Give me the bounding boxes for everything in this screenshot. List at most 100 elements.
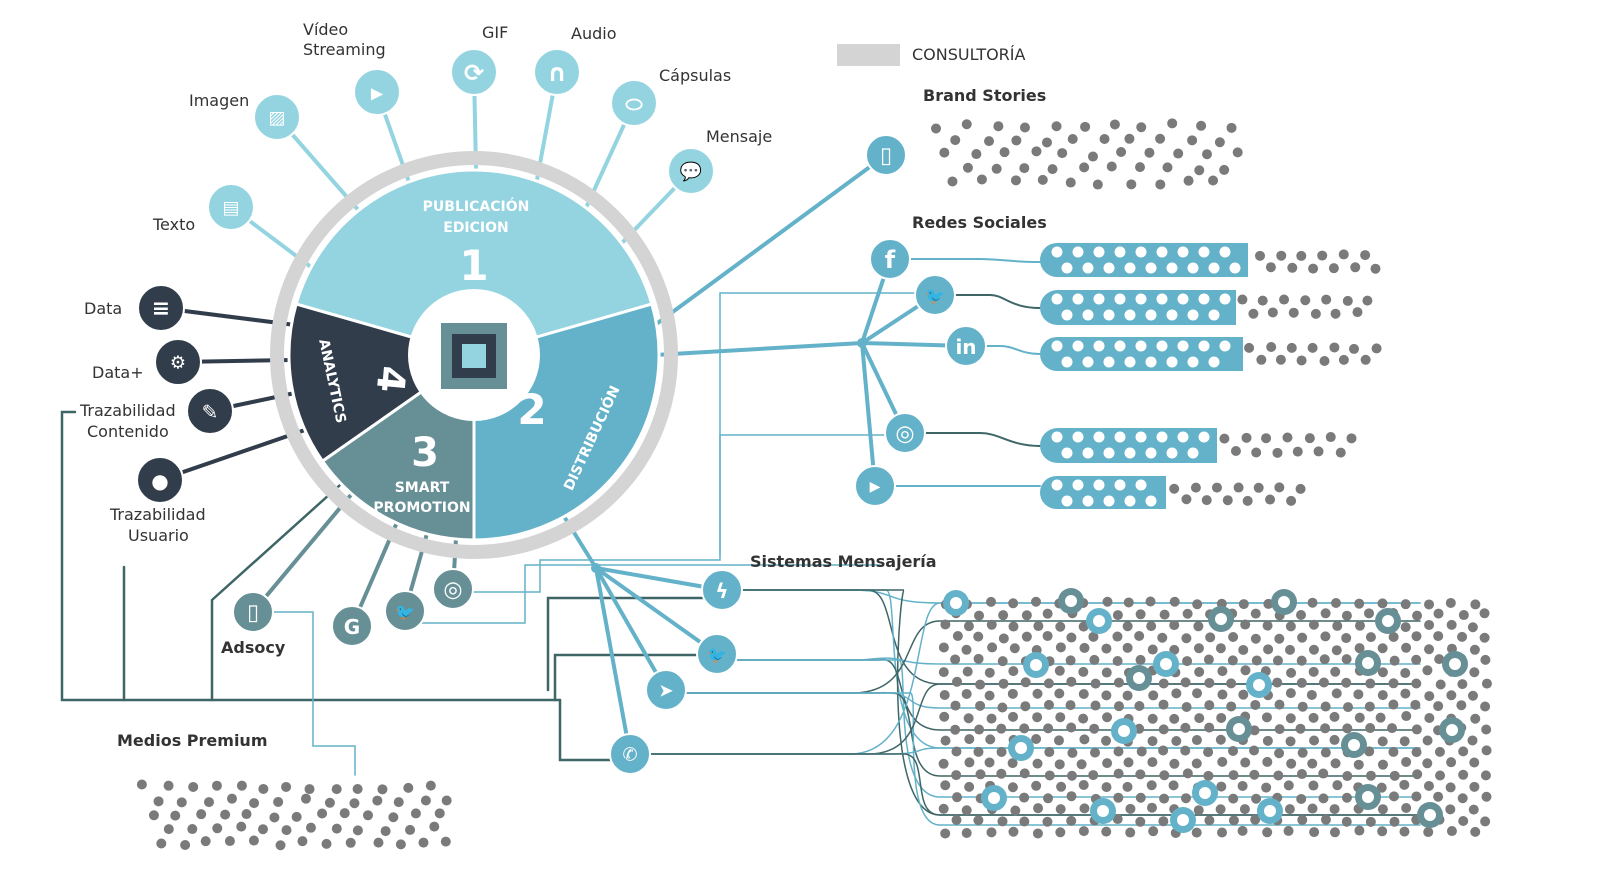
- twitter-icon[interactable]: 🐦: [384, 590, 426, 632]
- instagram-icon[interactable]: ◎: [884, 412, 926, 454]
- dot: [1135, 769, 1146, 780]
- telegram-icon[interactable]: ➤: [645, 669, 687, 711]
- adsocy-mobile-icon[interactable]: ▯: [232, 591, 274, 633]
- dot: [962, 162, 973, 173]
- dot: [952, 631, 963, 642]
- bar-dot: [1208, 309, 1220, 321]
- twitter-icon[interactable]: 🐦: [696, 633, 738, 675]
- dot: [1031, 146, 1042, 157]
- dot: [187, 824, 198, 835]
- dot: [1307, 342, 1318, 353]
- dot: [1228, 793, 1239, 804]
- chat-icon[interactable]: 💬: [667, 147, 715, 195]
- dot: [1237, 294, 1248, 305]
- bar-dot: [1187, 356, 1199, 368]
- data-settings-icon[interactable]: ⚙: [154, 338, 202, 386]
- database-icon[interactable]: ≡: [137, 284, 185, 332]
- facebook-icon[interactable]: f: [869, 238, 911, 280]
- mobile-icon[interactable]: ▯: [865, 134, 907, 176]
- dot: [1041, 137, 1052, 148]
- bar-dot: [1219, 246, 1231, 258]
- dot: [1135, 654, 1146, 665]
- dot: [999, 147, 1010, 158]
- dot: [1295, 483, 1306, 494]
- dot: [971, 149, 982, 160]
- dot: [236, 780, 247, 791]
- dot: [1008, 598, 1019, 609]
- dot: [1173, 148, 1184, 159]
- dot: [1113, 746, 1124, 757]
- dot: [1470, 826, 1481, 837]
- bar-dot: [1135, 479, 1147, 491]
- dot: [1274, 482, 1285, 493]
- user-icon[interactable]: ●: [136, 456, 184, 504]
- dot: [1433, 791, 1444, 802]
- image-icon[interactable]: ▨: [253, 93, 301, 141]
- dot: [1102, 596, 1113, 607]
- edit-icon[interactable]: ✎: [186, 387, 234, 435]
- bar-dot: [1103, 356, 1115, 368]
- dot: [987, 642, 998, 653]
- dot: [1078, 666, 1089, 677]
- dot: [1296, 355, 1307, 366]
- instagram-icon[interactable]: ◎: [432, 568, 474, 610]
- twitter-icon[interactable]: 🐦: [914, 274, 956, 316]
- bar-dot: [1072, 431, 1084, 443]
- document-icon[interactable]: ▤: [207, 183, 255, 231]
- play-icon[interactable]: ▶: [353, 68, 401, 116]
- dot: [1480, 701, 1491, 712]
- dot: [1158, 678, 1169, 689]
- dot: [1078, 689, 1089, 700]
- segment-1-title: PUBLICACIÓN: [423, 197, 530, 215]
- dot: [1217, 827, 1228, 838]
- dot: [1331, 645, 1342, 656]
- dot: [1019, 768, 1030, 779]
- dot: [1470, 713, 1481, 724]
- dot: [1424, 619, 1435, 630]
- dot: [1238, 644, 1249, 655]
- dot: [1123, 597, 1134, 608]
- dot: [991, 163, 1002, 174]
- dot: [1055, 827, 1066, 838]
- dot: [1469, 757, 1480, 768]
- youtube-icon[interactable]: ▶: [854, 465, 896, 507]
- headphones-icon[interactable]: ∩: [533, 48, 581, 96]
- dot: [1079, 734, 1090, 745]
- dot: [1410, 699, 1421, 710]
- bar-dot: [1093, 431, 1105, 443]
- whatsapp-icon[interactable]: ✆: [609, 733, 651, 775]
- dot: [1283, 780, 1294, 791]
- dot: [940, 735, 951, 746]
- capsulas-label: Cápsulas: [659, 66, 731, 85]
- dot: [1211, 482, 1222, 493]
- dot: [961, 688, 972, 699]
- dot: [1446, 619, 1457, 630]
- bar-dot: [1114, 479, 1126, 491]
- dot: [1364, 746, 1375, 757]
- dot: [1250, 699, 1261, 710]
- dot: [1435, 770, 1446, 781]
- google-icon[interactable]: G: [331, 605, 373, 647]
- dot: [1251, 655, 1262, 666]
- refresh-icon[interactable]: ⟳: [450, 48, 498, 96]
- dot: [1136, 122, 1147, 133]
- dot: [1257, 295, 1268, 306]
- dot: [1365, 723, 1376, 734]
- dot: [1250, 608, 1261, 619]
- dot: [1422, 665, 1433, 676]
- dot: [1007, 688, 1018, 699]
- linkedin-icon[interactable]: in: [945, 325, 987, 367]
- video-label: Vídeo: [303, 20, 348, 39]
- segment-publicacion-edicion[interactable]: [294, 168, 654, 357]
- dot: [1080, 121, 1091, 132]
- dot: [1445, 804, 1456, 815]
- dot: [1055, 642, 1066, 653]
- dot: [1318, 768, 1329, 779]
- dot: [1412, 769, 1423, 780]
- capsule-icon[interactable]: ⬭: [610, 79, 658, 127]
- dot: [1434, 654, 1445, 665]
- messenger-icon[interactable]: ϟ: [701, 569, 743, 611]
- dot: [1194, 666, 1205, 677]
- dot: [1042, 816, 1053, 827]
- dot: [1167, 118, 1178, 129]
